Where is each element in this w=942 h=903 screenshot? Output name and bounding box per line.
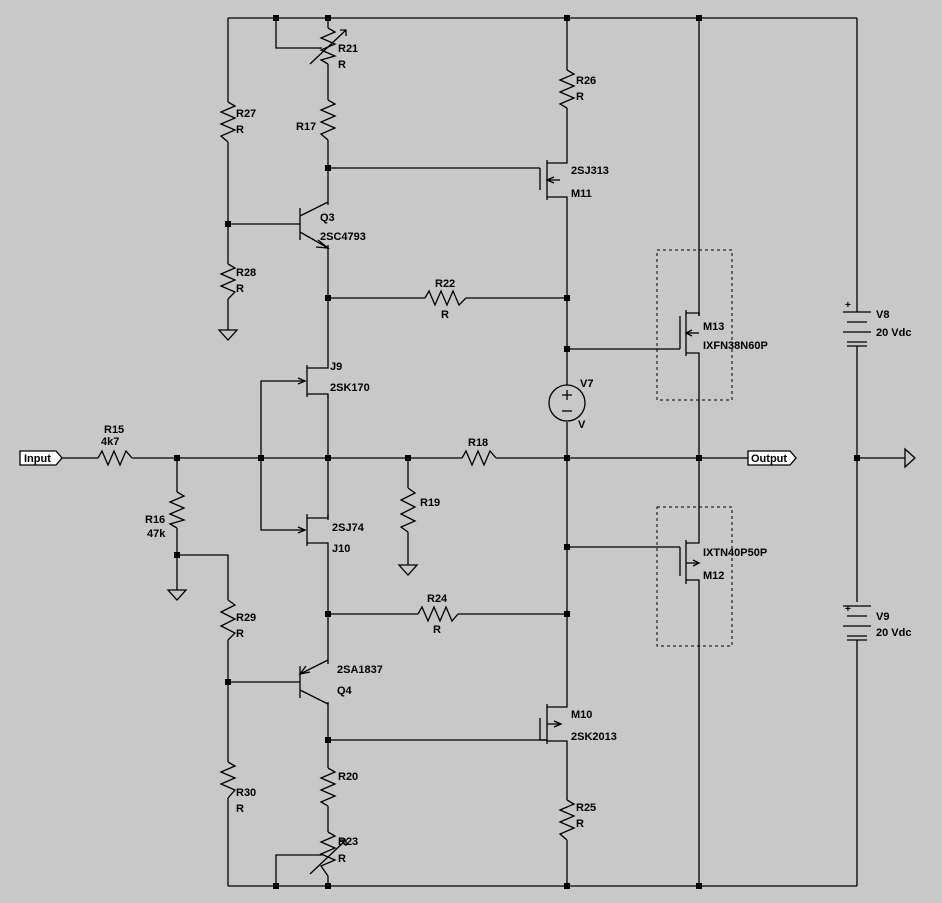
svg-text:47k: 47k [147, 528, 166, 540]
component-labels: R21 R R17 R26 R R27 R 2SJ313 M11 Q3 2SC4… [101, 43, 911, 865]
svg-text:R: R [338, 853, 346, 865]
input-port[interactable]: Input [19, 450, 63, 466]
junctions [174, 15, 860, 889]
svg-text:+: + [845, 604, 851, 615]
svg-text:V: V [578, 419, 586, 431]
svg-text:2SA1837: 2SA1837 [337, 664, 383, 676]
resistor-R28[interactable] [219, 263, 237, 300]
label-M11: M11 [571, 188, 592, 200]
svg-text:R: R [236, 803, 244, 815]
label-R17: R17 [296, 121, 316, 133]
jfet-J9[interactable] [297, 360, 329, 398]
resistor-R16[interactable] [168, 491, 186, 529]
label-V9: V9 [876, 611, 889, 623]
label-R16: R16 [145, 514, 165, 526]
battery-V9[interactable] [843, 605, 871, 641]
output-port[interactable]: Output [747, 450, 797, 466]
label-M10: M10 [571, 709, 592, 721]
label-Q4: Q4 [337, 685, 353, 697]
resistor-R25[interactable] [558, 799, 576, 841]
label-R29: R29 [236, 612, 256, 624]
svg-text:Output: Output [751, 453, 787, 465]
jfet-J10[interactable] [297, 514, 329, 556]
svg-text:R: R [441, 309, 449, 321]
svg-text:R: R [236, 628, 244, 640]
resistor-R20[interactable] [319, 767, 337, 807]
transistor-Q3[interactable] [299, 201, 331, 249]
label-R19: R19 [420, 497, 440, 509]
svg-text:R: R [236, 124, 244, 136]
resistor-R29[interactable] [219, 599, 237, 641]
svg-text:20 Vdc: 20 Vdc [876, 327, 911, 339]
label-V7: V7 [580, 378, 593, 390]
svg-text:R: R [433, 624, 441, 636]
svg-text:Input: Input [24, 453, 51, 465]
resistor-R15[interactable] [97, 449, 133, 467]
resistor-R17[interactable] [319, 99, 337, 141]
resistor-R27[interactable] [219, 101, 237, 143]
label-R21: R21 [338, 43, 358, 55]
label-J10: J10 [332, 543, 350, 555]
svg-text:IXFN38N60P: IXFN38N60P [703, 340, 768, 352]
label-R27: R27 [236, 108, 256, 120]
label-R28: R28 [236, 267, 256, 279]
battery-V8[interactable] [843, 311, 871, 347]
potentiometer-R21[interactable] [309, 27, 347, 65]
resistor-R22[interactable] [424, 289, 467, 307]
svg-text:4k7: 4k7 [101, 436, 119, 448]
ground-symbols [166, 329, 916, 601]
mosfet-M10[interactable] [539, 700, 568, 746]
svg-text:2SK2013: 2SK2013 [571, 731, 617, 743]
svg-text:R: R [576, 818, 584, 830]
potentiometer-R23[interactable] [309, 831, 347, 877]
transistor-Q4[interactable] [298, 659, 329, 705]
label-R18: R18 [468, 437, 488, 449]
label-R24: R24 [427, 593, 448, 605]
mosfet-M13[interactable] [656, 249, 733, 401]
resistor-R30[interactable] [219, 761, 237, 799]
svg-text:R: R [236, 283, 244, 295]
mosfet-M12[interactable] [656, 506, 733, 647]
svg-text:+: + [845, 300, 851, 311]
label-R22: R22 [435, 278, 455, 290]
label-R23: R23 [338, 836, 358, 848]
resistor-R18[interactable] [461, 449, 497, 467]
voltage-source-V7[interactable] [548, 384, 586, 422]
resistor-R26[interactable] [558, 69, 576, 109]
svg-text:2SK170: 2SK170 [330, 382, 370, 394]
label-M13: M13 [703, 321, 724, 333]
label-R15: R15 [104, 424, 124, 436]
label-R20: R20 [338, 771, 358, 783]
label-V8: V8 [876, 309, 889, 321]
svg-text:2SC4793: 2SC4793 [320, 231, 366, 243]
label-J9: J9 [330, 361, 342, 373]
label-Q3: Q3 [320, 212, 335, 224]
svg-text:2SJ74: 2SJ74 [332, 522, 365, 534]
resistor-R19[interactable] [399, 487, 417, 533]
mosfet-M11[interactable] [539, 160, 568, 200]
label-R30: R30 [236, 787, 256, 799]
label-M12: M12 [703, 570, 724, 582]
svg-text:IXTN40P50P: IXTN40P50P [703, 547, 767, 559]
svg-text:R: R [576, 91, 584, 103]
resistor-R24[interactable] [417, 605, 459, 623]
label-R25: R25 [576, 802, 596, 814]
svg-text:2SJ313: 2SJ313 [571, 165, 609, 177]
svg-text:20 Vdc: 20 Vdc [876, 627, 911, 639]
svg-text:R: R [338, 59, 346, 71]
label-R26: R26 [576, 75, 596, 87]
